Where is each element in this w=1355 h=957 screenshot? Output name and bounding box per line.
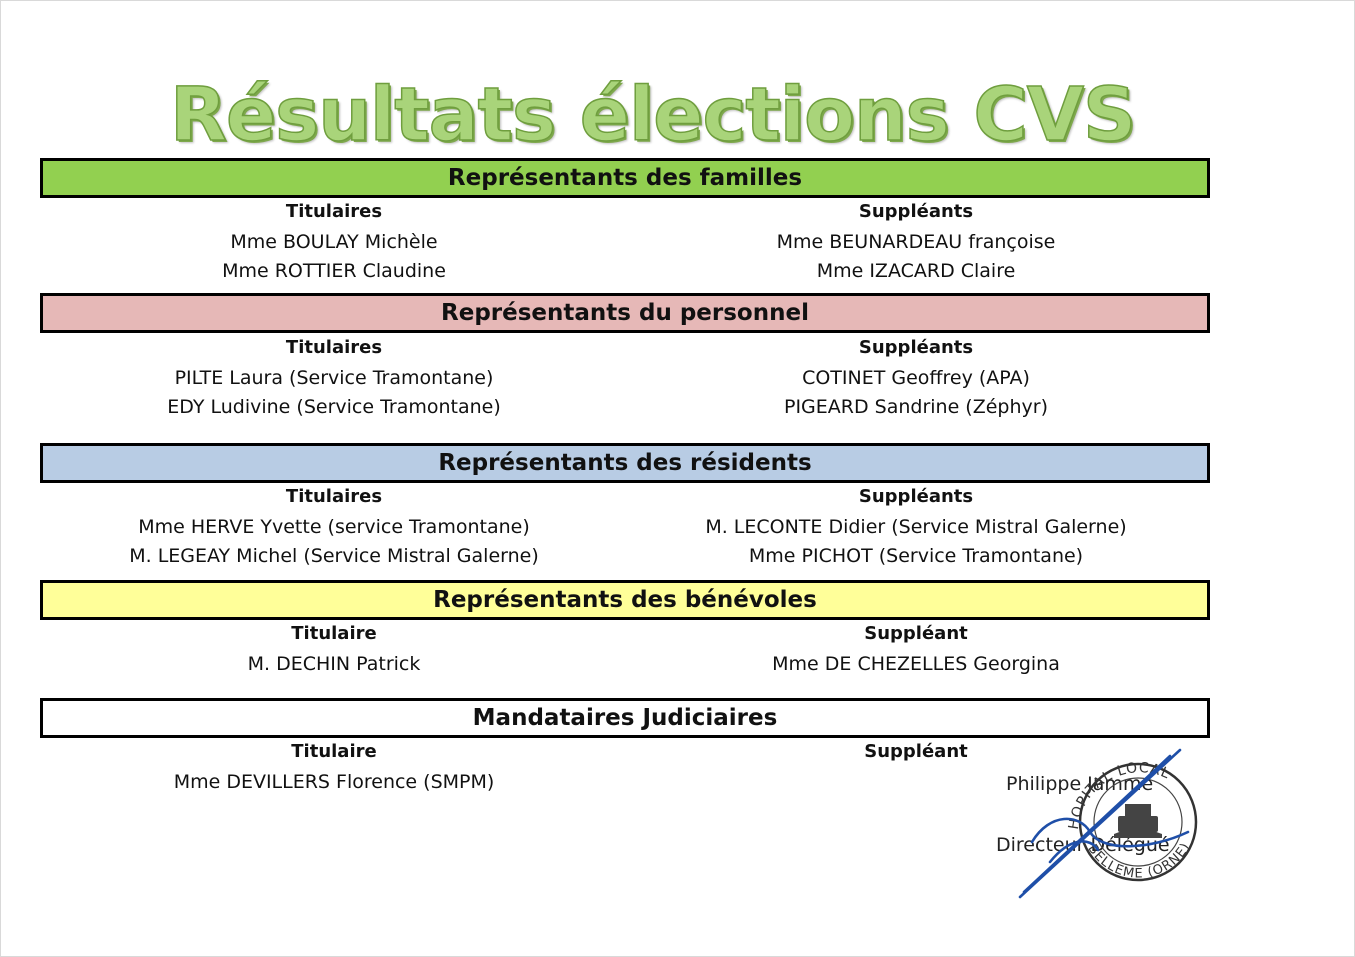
section-heading-familles: Représentants des familles: [40, 158, 1210, 198]
member-name: PIGEARD Sandrine (Zéphyr): [783, 396, 1048, 418]
member-name: M. LECONTE Didier (Service Mistral Galer…: [705, 516, 1127, 538]
official-stamp: HOPITAL LOCAL BELLEME (ORNE): [1018, 748, 1198, 899]
signatory-name: Philippe Jamme: [1006, 773, 1154, 795]
member-name: Mme HERVE Yvette (service Tramontane): [138, 516, 530, 538]
signature-scribble: [1018, 748, 1190, 899]
section-heading-benevoles: Représentants des bénévoles: [40, 580, 1210, 620]
signatory-role: Directeur Délégué: [996, 834, 1170, 856]
column-header: Suppléant: [864, 741, 968, 762]
member-name: Mme BOULAY Michèle: [230, 231, 438, 253]
member-name: Mme BEUNARDEAU françoise: [776, 231, 1056, 253]
column-header: Titulaire: [291, 623, 377, 644]
familles-suppleants-column: Suppléants Mme BEUNARDEAU françoise Mme …: [636, 199, 1196, 286]
mandataires-titulaire-column: Titulaire Mme DEVILLERS Florence (SMPM): [54, 739, 614, 797]
member-name: Mme PICHOT (Service Tramontane): [748, 545, 1084, 567]
benevoles-titulaire-column: Titulaire M. DECHIN Patrick: [54, 621, 614, 679]
column-header: Titulaires: [285, 486, 383, 507]
column-header: Suppléants: [858, 337, 974, 358]
column-header: Suppléants: [858, 201, 974, 222]
member-name: Mme DE CHEZELLES Georgina: [772, 653, 1060, 675]
stamp-seal: HOPITAL LOCAL BELLEME (ORNE): [1066, 760, 1198, 882]
section-heading-mandataires: Mandataires Judiciaires: [40, 698, 1210, 738]
column-header: Suppléants: [858, 486, 974, 507]
personnel-suppleants-column: Suppléants COTINET Geoffrey (APA) PIGEAR…: [636, 335, 1196, 422]
column-header: Titulaires: [285, 337, 383, 358]
member-name: PILTE Laura (Service Tramontane): [174, 367, 494, 389]
column-header: Titulaire: [291, 741, 377, 762]
member-name: M. DECHIN Patrick: [247, 653, 421, 675]
benevoles-suppleant-column: Suppléant Mme DE CHEZELLES Georgina: [636, 621, 1196, 679]
member-name: COTINET Geoffrey (APA): [802, 367, 1030, 389]
residents-titulaires-column: Titulaires Mme HERVE Yvette (service Tra…: [54, 484, 614, 571]
member-name: Mme IZACARD Claire: [816, 260, 1016, 282]
column-header: Titulaires: [285, 201, 383, 222]
stamp-emblem: [1114, 804, 1162, 838]
member-name: Mme ROTTIER Claudine: [222, 260, 446, 282]
residents-suppleants-column: Suppléants M. LECONTE Didier (Service Mi…: [636, 484, 1196, 571]
personnel-titulaires-column: Titulaires PILTE Laura (Service Tramonta…: [54, 335, 614, 422]
column-header: Suppléant: [864, 623, 968, 644]
familles-titulaires-column: Titulaires Mme BOULAY Michèle Mme ROTTIE…: [54, 199, 614, 286]
mandataires-suppleant-column: Suppléant: [636, 739, 1196, 768]
member-name: EDY Ludivine (Service Tramontane): [167, 396, 501, 418]
member-name: M. LEGEAY Michel (Service Mistral Galern…: [129, 545, 539, 567]
member-name: Mme DEVILLERS Florence (SMPM): [173, 771, 495, 793]
section-heading-residents: Représentants des résidents: [40, 443, 1210, 483]
section-heading-personnel: Représentants du personnel: [40, 293, 1210, 333]
page-title: Résultats élections CVS: [169, 72, 1137, 158]
